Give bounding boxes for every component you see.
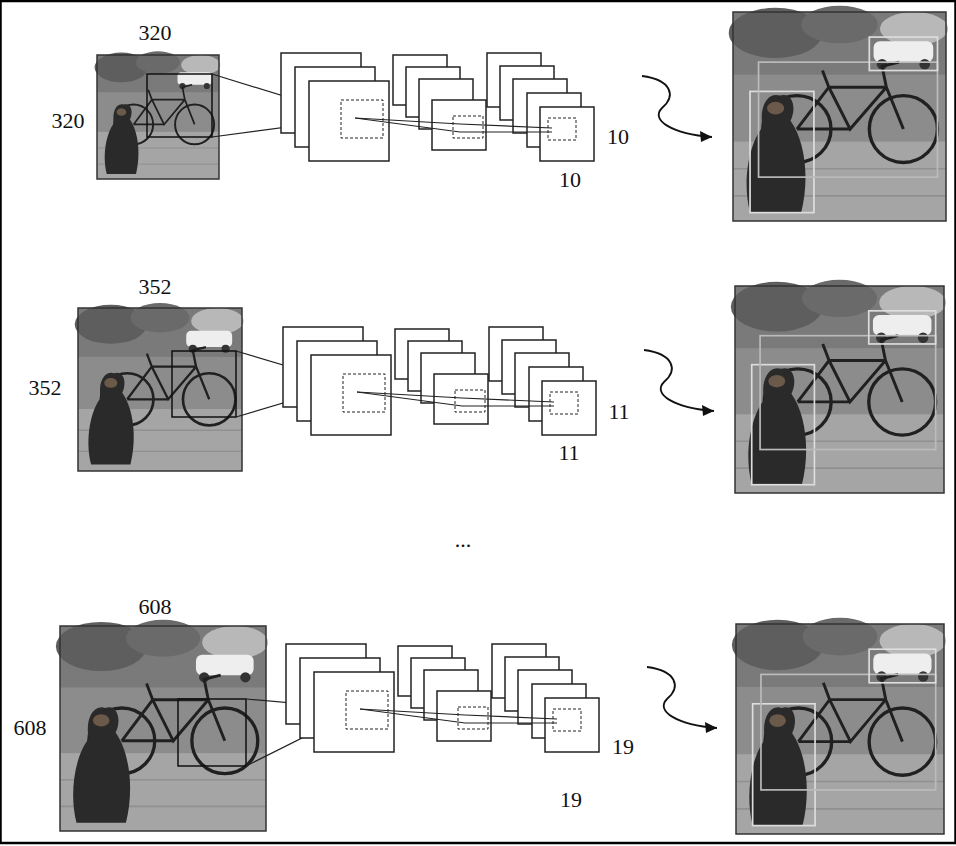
label-holder: 11 <box>608 401 629 423</box>
label-holder: 19 <box>560 789 582 811</box>
grid-label: 11 <box>608 399 629 424</box>
label-holder: 10 <box>607 126 629 148</box>
size-label: 352 <box>139 274 172 299</box>
network-stack <box>281 53 712 161</box>
input-photo <box>75 303 244 471</box>
label-holder: 320 <box>52 110 85 132</box>
size-label: 608 <box>139 594 172 619</box>
output-photo <box>732 618 946 834</box>
size-label: 352 <box>29 375 62 400</box>
label-holder: 19 <box>612 736 634 758</box>
label-holder: 10 <box>559 169 581 191</box>
label-holder: 352 <box>29 377 62 399</box>
grid-label: 10 <box>559 167 581 192</box>
label-holder: 608 <box>14 717 47 739</box>
size-label: 320 <box>52 108 85 133</box>
output-photo <box>731 280 946 493</box>
label-holder: 352 <box>139 276 172 298</box>
input-photo <box>95 51 221 179</box>
output-photo <box>729 6 948 221</box>
network-stack <box>283 327 714 435</box>
grid-label: 11 <box>558 440 579 465</box>
input-photo <box>56 620 268 831</box>
label-holder: 608 <box>139 596 172 618</box>
grid-label: 19 <box>560 787 582 812</box>
grid-label: 19 <box>612 734 634 759</box>
size-label: 320 <box>139 20 172 45</box>
network-stack <box>286 644 717 752</box>
label-holder: 11 <box>558 442 579 464</box>
grid-label: 10 <box>607 124 629 149</box>
label-holder: ... <box>455 529 472 551</box>
size-label: 608 <box>14 715 47 740</box>
label-holder: 320 <box>139 22 172 44</box>
ellipsis: ... <box>455 527 472 552</box>
